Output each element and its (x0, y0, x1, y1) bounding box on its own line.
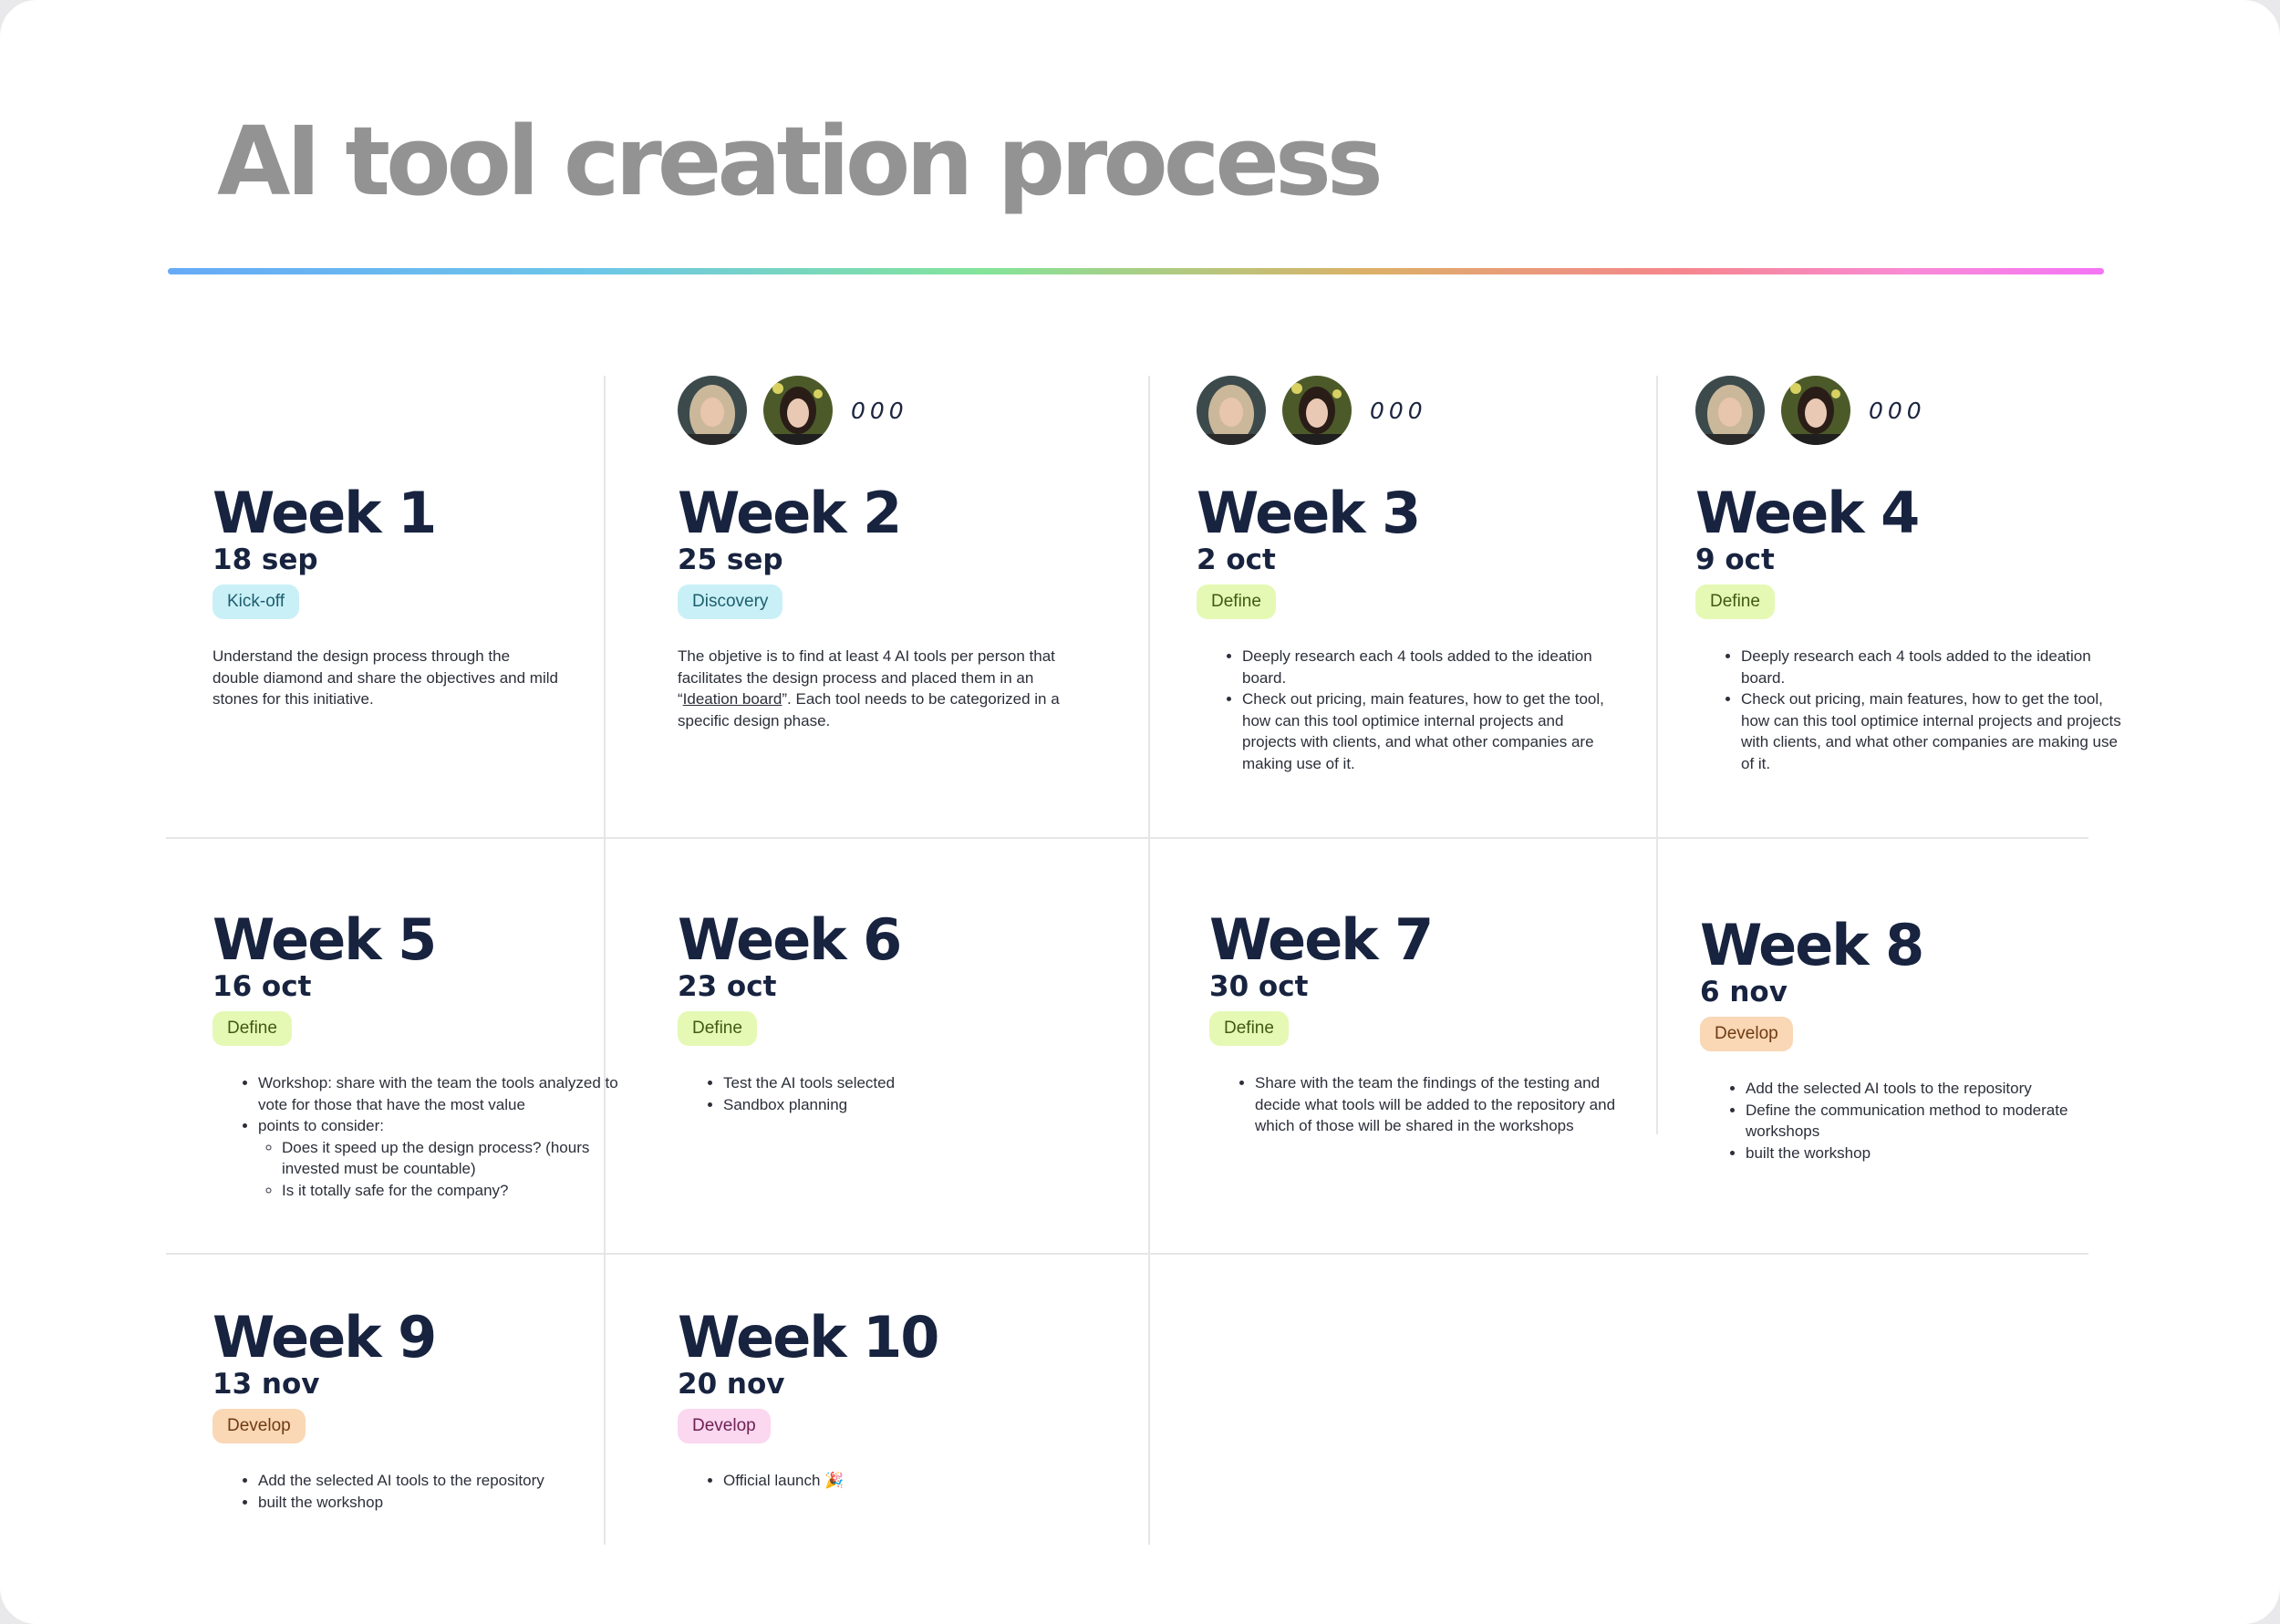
more-assignees[interactable]: 000 (1370, 397, 1427, 424)
list-item: Deeply research each 4 tools added to th… (1242, 646, 1607, 688)
list-item: built the workshop (258, 1492, 634, 1514)
avatar-2[interactable] (763, 376, 833, 445)
assignees: 000 (1197, 376, 1427, 445)
week-date: 9 oct (1695, 543, 1775, 576)
list-item: Official launch 🎉 (723, 1470, 1106, 1492)
avatar-1-icon (678, 376, 747, 445)
column-divider-3 (1656, 376, 1658, 1134)
list-item: Define the communication method to moder… (1746, 1100, 2110, 1143)
week-title: Week 9 (212, 1304, 437, 1371)
phase-tag[interactable]: Define (678, 1011, 757, 1046)
week-date: 2 oct (1197, 543, 1276, 576)
phase-tag[interactable]: Develop (1700, 1017, 1793, 1051)
phase-tag[interactable]: Kick-off (212, 584, 300, 619)
phase-tag[interactable]: Define (212, 1011, 292, 1046)
list-item: Deeply research each 4 tools added to th… (1741, 646, 2124, 688)
task-list: Deeply research each 4 tools added to th… (1197, 646, 1607, 774)
week-date: 13 nov (212, 1368, 320, 1401)
list-item: Sandbox planning (723, 1094, 1106, 1116)
week-description: The objetive is to find at least 4 AI to… (678, 646, 1074, 731)
description-text: ”. Each tool needs to be categorized in … (678, 690, 1060, 729)
list-item: Workshop: share with the team the tools … (258, 1072, 634, 1115)
ideation-board-link[interactable]: Ideation board (682, 690, 782, 708)
list-item-text: points to consider: (258, 1117, 384, 1134)
week-title: Week 7 (1209, 906, 1434, 973)
assignees: 000 (1695, 376, 1926, 445)
avatar-1[interactable] (1695, 376, 1765, 445)
sub-list: Does it speed up the design process? (ho… (258, 1137, 634, 1202)
week-date: 18 sep (212, 543, 318, 576)
task-list: Deeply research each 4 tools added to th… (1695, 646, 2124, 774)
column-divider-1 (604, 376, 606, 1545)
week-title: Week 10 (678, 1304, 939, 1371)
page-title: AI tool creation process (217, 106, 1384, 217)
week-date: 16 oct (212, 970, 312, 1003)
week-date: 25 sep (678, 543, 783, 576)
avatar-1[interactable] (678, 376, 747, 445)
avatar-1-icon (1695, 376, 1765, 445)
week-date: 20 nov (678, 1368, 785, 1401)
assignees: 000 (678, 376, 908, 445)
list-item: built the workshop (1746, 1143, 2110, 1164)
week-date: 6 nov (1700, 976, 1788, 1009)
phase-tag[interactable]: Define (1197, 584, 1276, 619)
week-date: 30 oct (1209, 970, 1309, 1003)
week-title: Week 1 (212, 480, 437, 546)
list-item: Test the AI tools selected (723, 1072, 1106, 1094)
task-list: Test the AI tools selected Sandbox plann… (678, 1072, 1106, 1115)
sub-list-item: Does it speed up the design process? (ho… (282, 1137, 634, 1180)
task-list: Official launch 🎉 (678, 1470, 1106, 1492)
week-title: Week 3 (1197, 480, 1421, 546)
phase-tag[interactable]: Develop (678, 1409, 771, 1443)
more-assignees[interactable]: 000 (851, 397, 908, 424)
task-list: Workshop: share with the team the tools … (212, 1072, 634, 1201)
description-text: The objetive is to find at least 4 AI to… (678, 647, 1055, 708)
week-title: Week 5 (212, 906, 437, 973)
phase-tag[interactable]: Define (1209, 1011, 1289, 1046)
week-title: Week 4 (1695, 480, 1920, 546)
list-item: points to consider: Does it speed up the… (258, 1115, 634, 1201)
list-item: Check out pricing, main features, how to… (1242, 688, 1607, 774)
task-list: Add the selected AI tools to the reposit… (212, 1470, 634, 1513)
row-divider-2 (166, 1253, 2088, 1255)
phase-tag[interactable]: Develop (212, 1409, 306, 1443)
week-description: Understand the design process through th… (212, 647, 558, 708)
avatar-1-icon (1197, 376, 1266, 445)
column-divider-2 (1148, 376, 1150, 1545)
phase-tag[interactable]: Define (1695, 584, 1775, 619)
avatar-2[interactable] (1781, 376, 1850, 445)
row-divider-1 (166, 837, 2088, 839)
week-date: 23 oct (678, 970, 777, 1003)
list-item: Share with the team the findings of the … (1255, 1072, 1634, 1137)
more-assignees[interactable]: 000 (1869, 397, 1926, 424)
task-list: Share with the team the findings of the … (1209, 1072, 1634, 1137)
week-title: Week 6 (678, 906, 902, 973)
week-title: Week 2 (678, 480, 902, 546)
avatar-1[interactable] (1197, 376, 1266, 445)
list-item: Add the selected AI tools to the reposit… (258, 1470, 634, 1492)
avatar-2-icon (763, 376, 833, 445)
phase-tag[interactable]: Discovery (678, 584, 783, 619)
gradient-divider (168, 268, 2104, 274)
list-item: Check out pricing, main features, how to… (1741, 688, 2124, 774)
avatar-2-icon (1781, 376, 1850, 445)
task-list: Add the selected AI tools to the reposit… (1700, 1078, 2110, 1164)
avatar-2[interactable] (1282, 376, 1352, 445)
list-item: Add the selected AI tools to the reposit… (1746, 1078, 2110, 1100)
week-title: Week 8 (1700, 912, 1924, 978)
sub-list-item: Is it totally safe for the company? (282, 1180, 634, 1202)
avatar-2-icon (1282, 376, 1352, 445)
